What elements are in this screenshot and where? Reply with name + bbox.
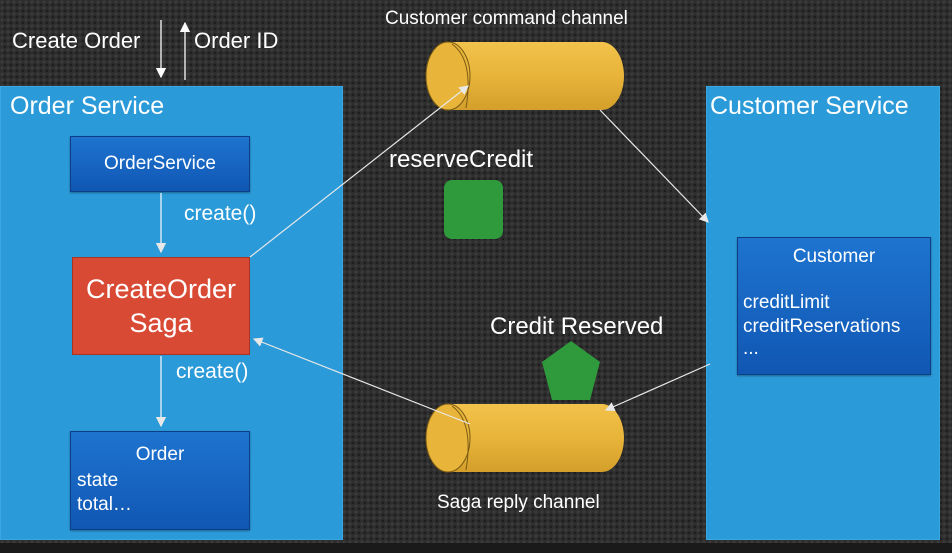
order-id-label: Order ID xyxy=(194,28,279,53)
create-order-label: Create Order xyxy=(12,28,141,53)
order-service-title: Order Service xyxy=(10,92,165,120)
saga-line-1: CreateOrder xyxy=(85,274,237,304)
reserve-credit-label: reserveCredit xyxy=(389,146,534,173)
order-service-box: OrderService xyxy=(70,136,250,192)
customer-field-credit-reservations: creditReservations xyxy=(743,316,901,337)
create-call-label-2: create() xyxy=(176,360,249,383)
reply-channel-label: Saga reply channel xyxy=(437,492,600,513)
reserve-credit-message xyxy=(444,180,503,239)
create-order-saga-box: CreateOrder Saga xyxy=(72,257,250,355)
customer-field-more: ... xyxy=(743,338,759,359)
customer-box-title: Customer xyxy=(792,246,876,267)
bottom-strip xyxy=(0,543,952,553)
customer-field-credit-limit: creditLimit xyxy=(743,292,830,313)
customer-box: Customer creditLimit creditReservations … xyxy=(737,237,931,375)
order-field-state: state xyxy=(77,470,119,491)
credit-reserved-message xyxy=(542,341,600,400)
command-channel-to-customer-arrow xyxy=(599,109,709,223)
order-box: Order state total… xyxy=(70,431,250,530)
order-field-total: total… xyxy=(77,494,132,515)
order-box-title: Order xyxy=(135,444,185,465)
command-channel-label: Customer command channel xyxy=(385,8,628,29)
customer-command-channel-cylinder xyxy=(425,41,624,111)
saga-reply-channel-cylinder xyxy=(425,403,624,473)
saga-to-command-channel-arrow xyxy=(249,85,469,258)
customer-to-reply-channel-arrow xyxy=(604,363,711,411)
reply-channel-to-saga-arrow xyxy=(252,337,471,425)
credit-reserved-label: Credit Reserved xyxy=(490,313,664,340)
customer-service-title: Customer Service xyxy=(710,92,909,120)
saga-line-2: Saga xyxy=(129,308,193,338)
create-call-label-1: create() xyxy=(184,202,257,225)
